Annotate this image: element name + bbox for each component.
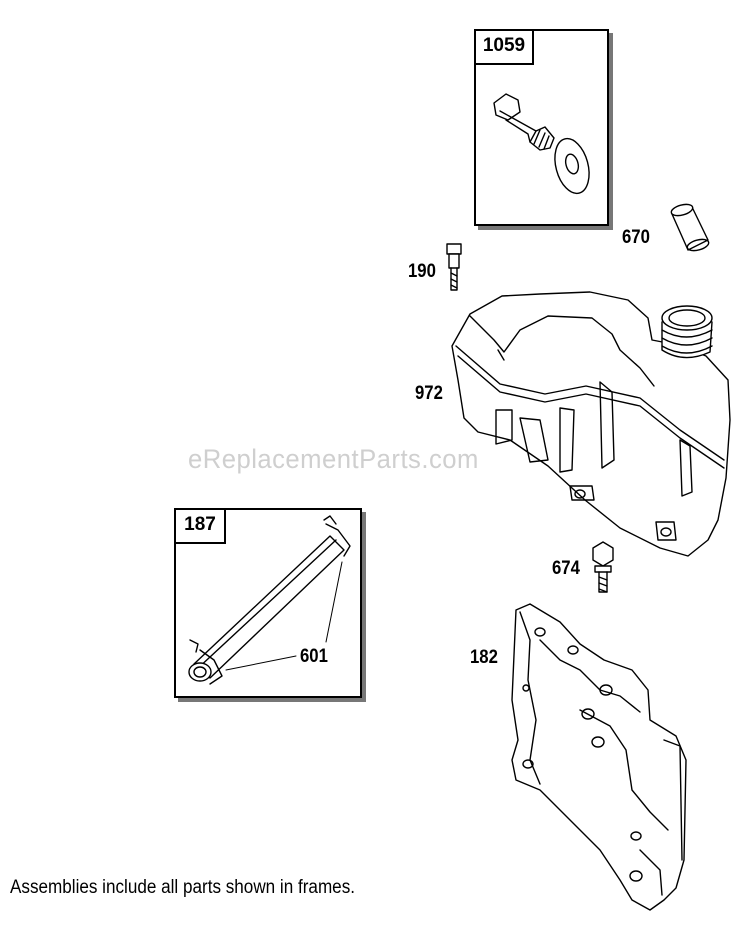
callout-601: 601 <box>300 646 328 667</box>
bolt-part-674 <box>592 541 614 593</box>
shoulder-bolt-part <box>493 93 555 151</box>
frame-label-1059: 1059 <box>474 29 534 65</box>
assembly-frame-1059 <box>474 29 609 226</box>
callout-972: 972 <box>415 383 443 404</box>
callout-674: 674 <box>552 558 580 579</box>
assembly-frame-187 <box>174 508 362 698</box>
washer-part <box>554 137 590 195</box>
callout-190: 190 <box>408 261 436 282</box>
callout-670: 670 <box>622 227 650 248</box>
frame-label-187: 187 <box>174 508 226 544</box>
fuel-tank-part-972 <box>451 291 731 557</box>
callout-182: 182 <box>470 647 498 668</box>
watermark-text: eReplacementParts.com <box>188 444 479 474</box>
sleeve-part-670 <box>670 203 710 252</box>
screw-part-190 <box>446 243 462 291</box>
bracket-part-182 <box>511 603 687 911</box>
assemblies-footnote: Assemblies include all parts shown in fr… <box>10 877 356 898</box>
fuel-line-part-601 <box>188 515 351 685</box>
